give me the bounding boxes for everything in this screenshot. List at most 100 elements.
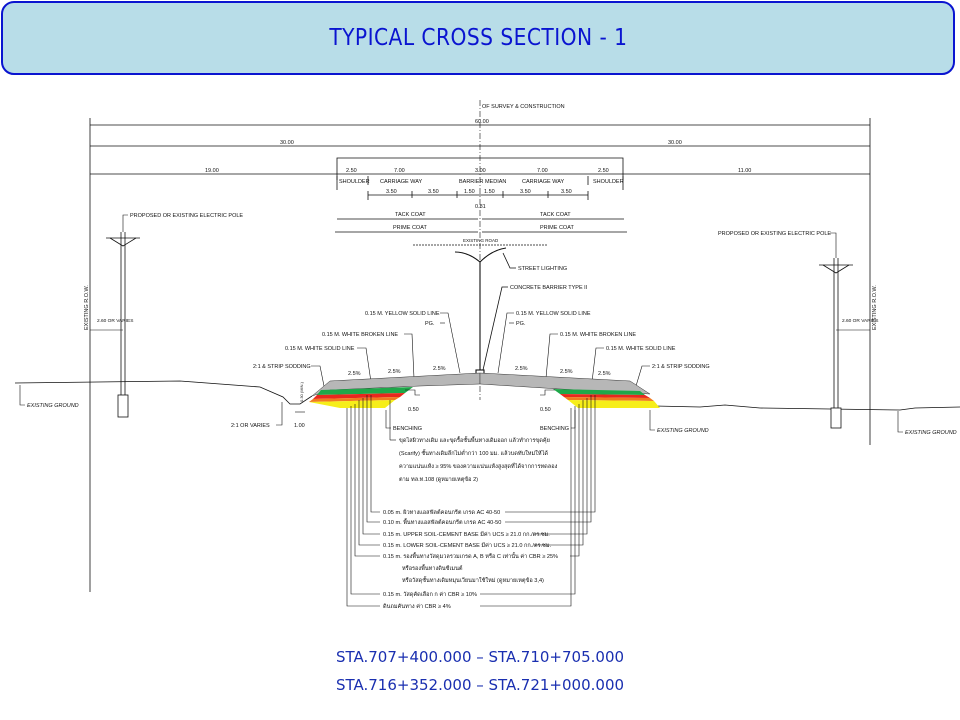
street-lighting-label: STREET LIGHTING [518,266,567,272]
yellow-line-label-right: 0.15 M. YELLOW SOLID LINE [516,311,591,317]
dim-lane: 1.50 [464,189,475,195]
note-line: (Scarify) ชั้นทางเดิมลึกไม่ต่ำกว่า 100 ม… [399,449,548,457]
lane-ticks [336,176,624,200]
electric-pole-label-right: PROPOSED OR EXISTING ELECTRIC POLE [718,231,831,237]
electric-pole-label-left: PROPOSED OR EXISTING ELECTRIC POLE [130,213,243,219]
centerline-label: OF SURVEY & CONSTRUCTION [482,104,565,110]
label-shoulder-left: SHOULDER [339,179,370,185]
dim-total: 60.00 [475,119,489,125]
slope-label: 2.5% [388,369,401,375]
leader [502,252,516,269]
dim-lane: 3.50 [386,189,397,195]
dim-lane: 3.50 [428,189,439,195]
binder-layer-left [317,387,413,395]
layer-label: 0.15 m. รองพื้นทางวัสดุมวลรวมเกรด A, B ห… [383,552,558,560]
ditch-depth: 0.30 (MIN.) [299,381,304,402]
dim-lane: 1.50 [484,189,495,195]
note-line: ความแน่นแห้ง ≥ 95% ของความแน่นแห้งสูงสุด… [399,462,558,470]
sodding-label-left: 2:1 & STRIP SODDING [253,364,311,370]
layer-list: 0.05 m. ผิวทางแอสฟัลต์คอนกรีต เกรด AC 40… [383,508,558,610]
white-broken-label-right: 0.15 M. WHITE BROKEN LINE [560,332,636,338]
slope-label: 2.5% [433,366,446,372]
existing-ground-label: EXISTING GROUND [905,430,957,436]
note-block: ขุดไสผิวทางเดิม และขุดรื้อชั้นพื้นทางเดิ… [399,436,558,483]
white-broken-label-left: 0.15 M. WHITE BROKEN LINE [322,332,398,338]
dim-shoulder-right: 2.50 [598,168,609,174]
existing-ground-label: EXISTING GROUND [657,428,709,434]
slope-varies-label: 2:1 OR VARIES [231,423,270,429]
dim-barrier-offset: 0.81 [475,204,486,210]
sodding-label-right: 2:1 & STRIP SODDING [652,364,710,370]
existing-road-label: EXISTING ROAD [463,238,499,243]
white-solid-label-left: 0.15 M. WHITE SOLID LINE [285,346,355,352]
pg-label-left: PG. [425,321,435,327]
station-range-1: STA.707+400.000 – STA.710+705.000 [335,648,625,666]
binder-layer-right [553,389,645,395]
concrete-barrier-label: CONCRETE BARRIER TYPE II [510,285,588,291]
dim-bracket [336,157,624,180]
cross-section-drawing: OF SURVEY & CONSTRUCTION EXISTING R.O.W.… [14,100,960,610]
lower-base-left [309,397,400,402]
dim-lane: 3.50 [561,189,572,195]
subbase-left [309,400,395,408]
layer-label: 0.05 m. ผิวทางแอสฟัลต์คอนกรีต เกรด AC 40… [383,508,500,516]
dim-carriage-left: 7.00 [394,168,405,174]
upper-base-left [313,393,405,399]
layer-label: หรือวัสดุชั้นทางเดิมหมุนเวียนมาใช้ใหม่ (… [402,576,544,584]
leader [122,214,128,232]
note-line: ขุดไสผิวทางเดิม และขุดรื้อชั้นพื้นทางเดิ… [399,436,550,444]
electric-pole-right-icon [819,258,853,429]
tack-coat-label: TACK COAT [395,212,426,218]
pole-offset-right: 2.60 OR VARIES [842,318,878,324]
layer-label: 0.15 m. UPPER SOIL-CEMENT BASE มีค่า UCS… [383,531,550,538]
slide-title: TYPICAL CROSS SECTION - 1 [328,25,628,51]
row-label-right: EXISTING R.O.W. [872,285,878,330]
benching-dim-left: 0.50 [408,407,419,413]
label-carriage-left: CARRIAGE WAY [380,179,423,185]
lower-base-right [564,397,654,401]
label-median: BARRIER MEDIAN [459,179,506,185]
upper-base-right [560,394,650,398]
layer-label: 0.15 m. วัสดุคัดเลือก ก ค่า CBR ≥ 10% [383,591,477,598]
callout-leaders [311,312,650,387]
title-banner: TYPICAL CROSS SECTION - 1 [1,1,955,75]
dim-side-left: 19.00 [205,168,219,174]
label-carriage-right: CARRIAGE WAY [522,179,565,185]
tack-coat-label: TACK COAT [540,212,571,218]
yellow-line-label-left: 0.15 M. YELLOW SOLID LINE [365,311,440,317]
layer-label: ดินถมคันทาง ค่า CBR ≥ 4% [383,603,451,610]
note-line: ตาม ทล.ท.108 (ดูหมายเหตุข้อ 2) [399,476,478,483]
leader [830,232,837,258]
ditch-width: 1.00 [294,423,305,429]
dim-lane: 3.50 [520,189,531,195]
prime-coat-label: PRIME COAT [540,225,574,231]
slope-label: 2.5% [348,371,361,377]
benching-label-right: BENCHING [540,426,569,432]
electric-pole-left-icon [106,232,140,418]
dim-carriage-right: 7.00 [537,168,548,174]
pg-label-right: PG. [516,321,526,327]
leader [482,286,508,371]
existing-ground-left [14,380,313,405]
benching-dim-right: 0.50 [540,407,551,413]
layer-label: 0.15 m. LOWER SOIL-CEMENT BASE มีค่า UCS… [383,542,552,549]
street-light-icon [454,247,507,380]
layer-label: 0.10 m. พื้นทางแอสฟัลต์คอนกรีต เกรด AC 4… [383,518,501,526]
dim-half-left: 30.00 [280,140,294,146]
dim-side-right: 11.00 [738,168,751,174]
existing-ground-label: EXISTING GROUND [27,403,79,409]
white-solid-label-right: 0.15 M. WHITE SOLID LINE [606,346,676,352]
layer-leaders [346,395,596,607]
slope-labels: 2.5% 2.5% 2.5% 2.5% 2.5% 2.5% [348,366,611,377]
benching-label-left: BENCHING [393,426,422,432]
label-shoulder-right: SHOULDER [593,179,624,185]
row-label-left: EXISTING R.O.W. [84,285,90,330]
existing-ground-right [654,404,960,411]
segment-dims: 2.50 7.00 3.00 7.00 2.50 SHOULDER CARRIA… [339,168,624,210]
slope-label: 2.5% [515,366,528,372]
subbase-right [568,400,660,408]
dim-shoulder-left: 2.50 [346,168,357,174]
slope-label: 2.5% [598,371,611,377]
station-range-2: STA.716+352.000 – STA.721+000.000 [335,676,625,694]
pole-offset-left: 2.60 OR VARIES [97,318,133,324]
